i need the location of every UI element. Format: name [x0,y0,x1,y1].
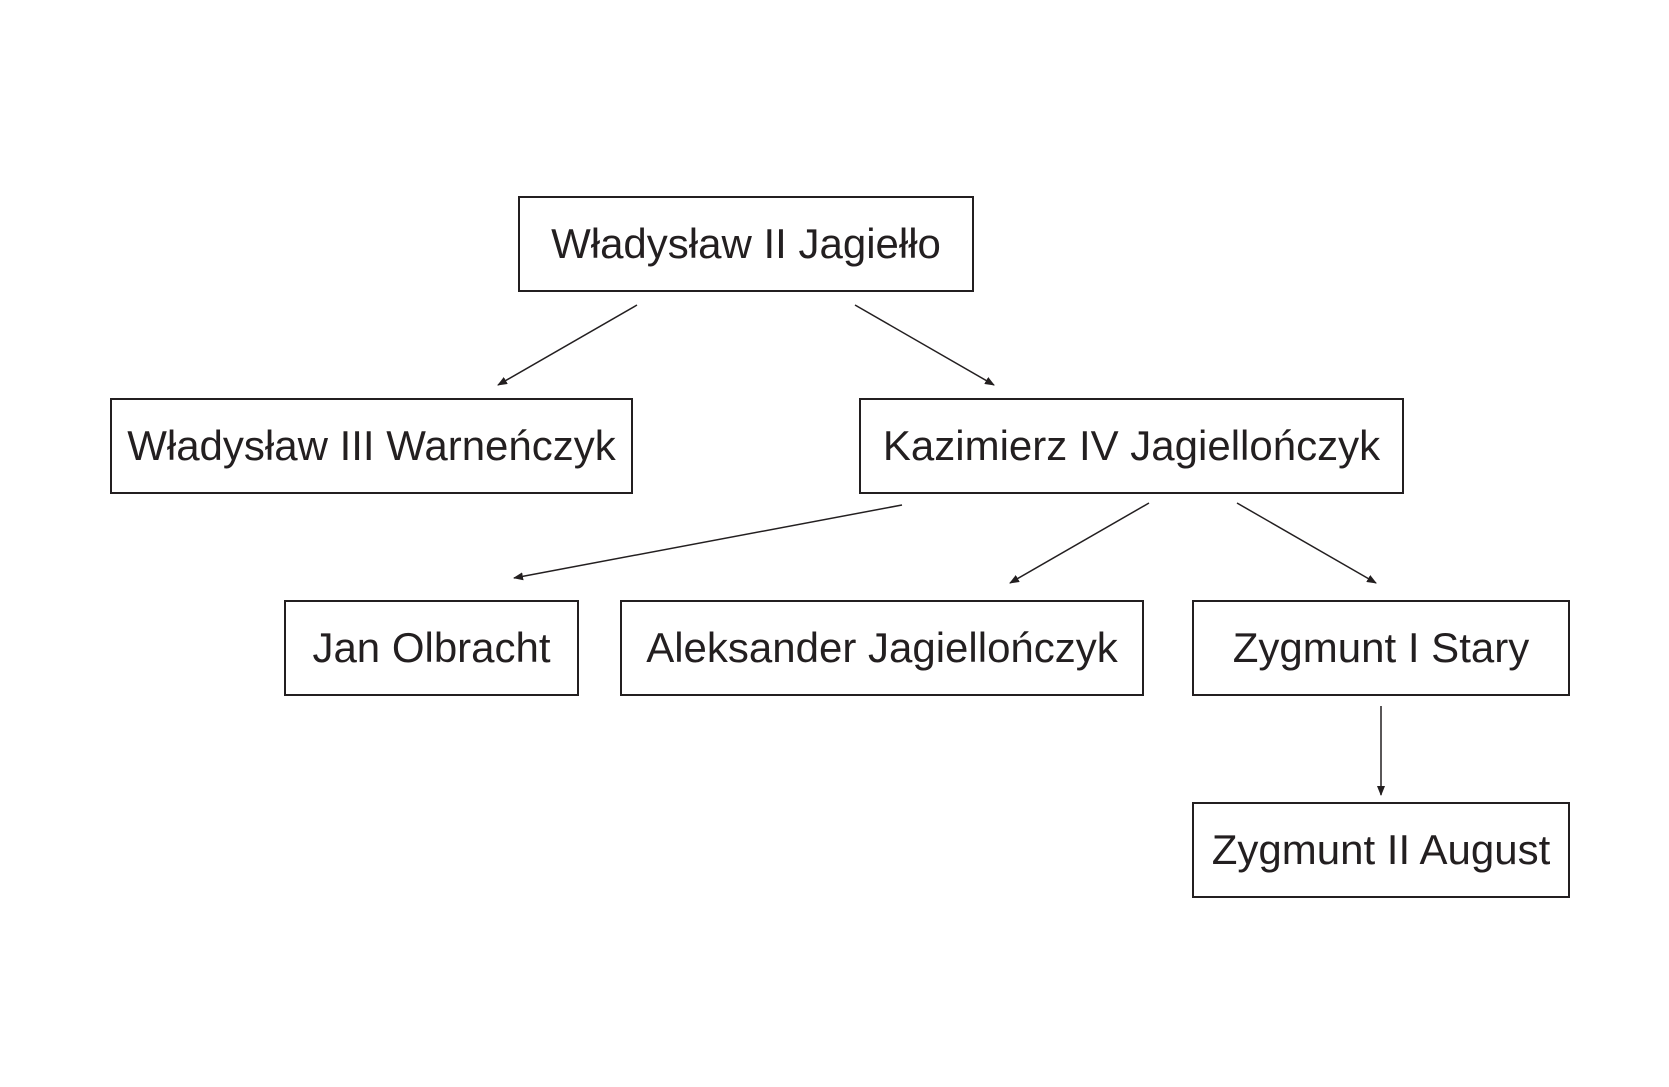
node-label: Władysław II Jagiełło [551,220,941,267]
node-aleksander-jagiellonczyk: Aleksander Jagiellończyk [620,600,1144,696]
arrow-root-to-kazimierz4 [854,304,995,386]
arrow-kazimierz4-to-zygmunt1 [1236,502,1377,584]
node-label: Zygmunt I Stary [1232,624,1530,671]
node-jan-olbracht: Jan Olbracht [284,600,579,696]
node-wladyslaw-iii-warnenczyk: Władysław III Warneńczyk [110,398,633,494]
node-label: Zygmunt II August [1211,826,1551,873]
node-label: Jan Olbracht [312,624,551,671]
arrow-kazimierz4-to-jan [513,504,903,581]
node-zygmunt-ii-august: Zygmunt II August [1192,802,1570,898]
node-kazimierz-iv-jagiellonczyk: Kazimierz IV Jagiellończyk [859,398,1404,494]
node-label: Aleksander Jagiellończyk [646,624,1118,671]
node-label: Władysław III Warneńczyk [127,422,616,469]
node-label: Kazimierz IV Jagiellończyk [882,422,1381,469]
node-wladyslaw-ii-jagiello: Władysław II Jagiełło [518,196,974,292]
node-zygmunt-i-stary: Zygmunt I Stary [1192,600,1570,696]
arrow-root-to-wladyslaw3 [497,304,638,386]
arrow-kazimierz4-to-aleksander [1009,502,1150,584]
